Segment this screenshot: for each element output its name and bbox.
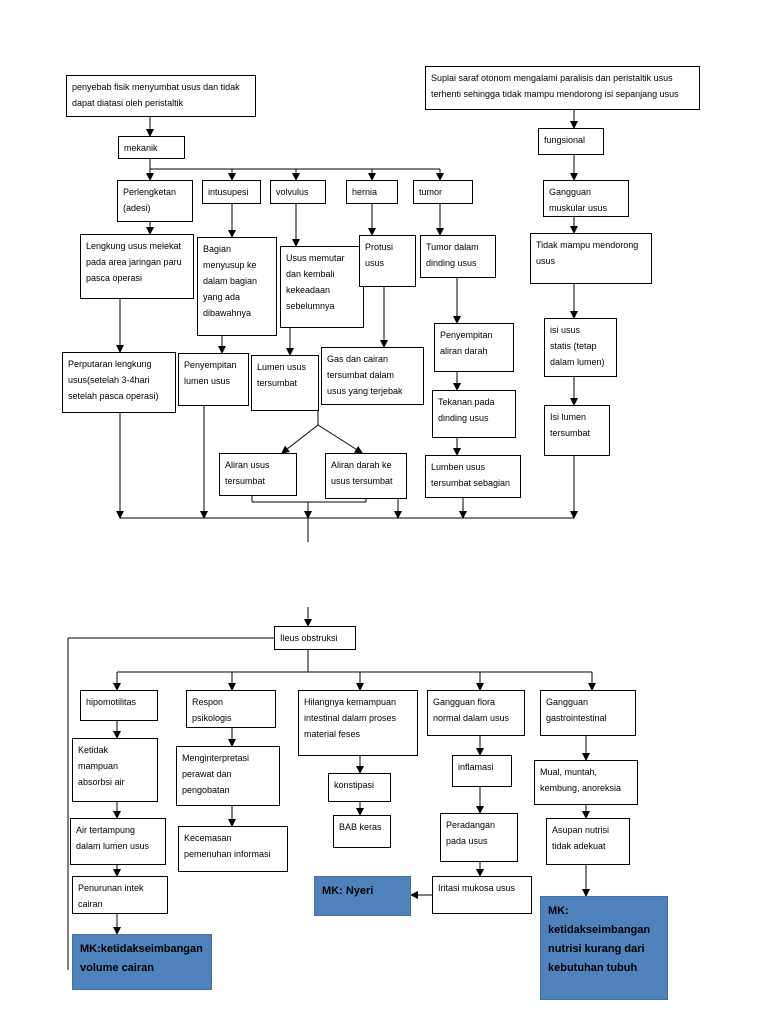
box-air-tertampung: Air tertampung dalam lumen usus [70, 818, 166, 865]
box-tidak-mampu-mendorong: Tidak mampu mendorong usus [530, 233, 652, 284]
box-asupan-nutrisi: Asupan nutrisi tidak adekuat [546, 818, 630, 865]
box-fungsional: fungsional [538, 128, 604, 155]
box-konstipasi: konstipasi [328, 773, 391, 802]
box-lumen-usus-tersumbat: Lumen usus tersumbat [251, 355, 319, 411]
box-suplai-saraf: Suplai saraf otonom mengalami paralisis … [425, 66, 700, 110]
box-iritasi-mukosa: Iritasi mukosa usus [432, 876, 532, 914]
box-lumben-usus: Lumben usus tersumbat sebagian [425, 455, 521, 498]
box-menginterpretasi: Menginterpretasi perawat dan pengobatan [176, 746, 280, 806]
box-tumor-dinding: Tumor dalam dinding usus [420, 235, 496, 278]
box-lengkung-usus: Lengkung usus melekat pada area jaringan… [80, 234, 194, 299]
box-aliran-usus: Aliran usus tersumbat [219, 453, 297, 496]
mk-cairan: MK:ketidakseimbangan volume cairan [72, 934, 212, 990]
mk-nutrisi: MK: ketidakseimbangan nutrisi kurang dar… [540, 896, 668, 1000]
box-penyempitan-lumen: Penyempitan lumen usus [178, 353, 249, 406]
box-isi-lumen-tersumbat: Isi lumen tersumbat [544, 405, 610, 456]
box-gas-cairan: Gas dan cairan tersumbat dalam usus yang… [321, 347, 424, 405]
box-tekanan-dinding: Tekanan pada dinding usus [432, 390, 516, 438]
box-hilangnya-kemampuan: Hilangnya kemampuan intestinal dalam pro… [298, 690, 418, 756]
box-gangguan-gastrointestinal: Gangguan gastrointestinal [540, 690, 636, 736]
box-mual-muntah: Mual, muntah, kembung, anoreksia [534, 760, 638, 805]
mk-nyeri: MK: Nyeri [314, 876, 411, 916]
box-usus-memutar: Usus memutar dan kembali kekeadaan sebel… [280, 246, 364, 328]
box-intusupesi: intusupesi [202, 180, 261, 204]
box-penyempitan-aliran: Penyempitan aliran darah [434, 323, 514, 372]
box-protusi-usus: Protusi usus [359, 235, 416, 287]
connector-lines [67, 110, 596, 970]
box-tumor: tumor [413, 180, 473, 204]
box-kecemasan: Kecemasan pemenuhan informasi [178, 826, 288, 872]
box-ketidak-mampuan: Ketidak mampuan absorbsi air [72, 738, 158, 802]
box-ileus-obstruksi: Ileus obstruksi [274, 626, 356, 650]
box-penyebab-fisik: penyebab fisik menyumbat usus dan tidak … [66, 75, 256, 117]
box-inflamasi: inflamasi [452, 755, 512, 787]
box-hipomotilitas: hipomotilitas [80, 690, 158, 721]
box-perlengketan: Perlengketan (adesi) [117, 180, 193, 222]
box-volvulus: volvulus [270, 180, 326, 204]
box-peradangan: Peradangan pada usus [440, 813, 518, 862]
box-bab-keras: BAB keras [333, 815, 391, 848]
box-bagian-menyusup: Bagian menyusup ke dalam bagian yang ada… [197, 237, 277, 336]
box-hernia: hernia [346, 180, 398, 204]
box-respon-psikologis: Respon psikologis [186, 690, 276, 728]
box-gangguan-flora: Gangguan flora normal dalam usus [427, 690, 525, 736]
box-isi-usus-statis: isi usus statis (tetap dalam lumen) [544, 318, 617, 377]
box-aliran-darah: Aliran darah ke usus tersumbat [325, 453, 407, 499]
box-penurunan-intek: Penurunan intek cairan [72, 876, 168, 914]
box-mekanik: mekanik [118, 136, 185, 159]
box-perputaran-lengkung: Perputaran lengkung usus(setelah 3-4hari… [62, 352, 176, 413]
box-gangguan-muskular: Gangguan muskular usus [543, 180, 629, 217]
